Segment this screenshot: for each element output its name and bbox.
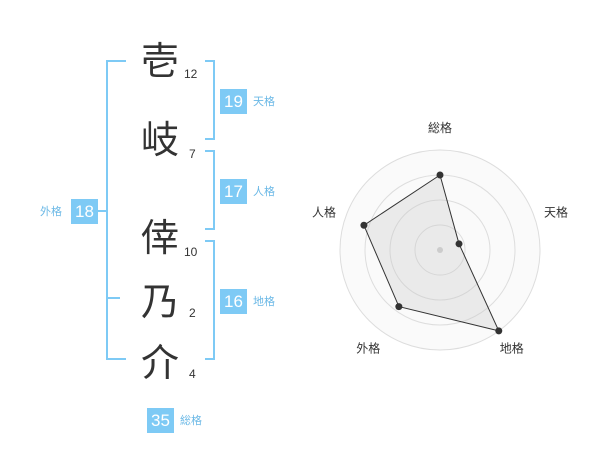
name-char-4: 乃: [141, 280, 180, 324]
radar-axis-label: 総格: [428, 120, 452, 135]
name-char-5: 介: [141, 341, 180, 385]
radar-ring-1: [414, 224, 466, 276]
soukaku-value: 35: [147, 408, 174, 433]
tenkaku-bracket: [205, 60, 215, 140]
name-char-3: 倖: [141, 216, 180, 260]
radar-axis-label: 人格: [312, 204, 336, 219]
radar-area: [363, 174, 500, 332]
chikaku-bracket: [205, 240, 215, 360]
radar-point: [395, 303, 403, 311]
outer-bracket-divider: [106, 297, 120, 299]
radar-point: [436, 171, 444, 179]
tenkaku-label: 天格: [253, 95, 275, 108]
radar-axis-label: 地格: [500, 341, 524, 356]
stroke-count-2: 7: [189, 147, 196, 161]
radar-center: [437, 247, 443, 253]
jinkaku-bracket: [205, 150, 215, 230]
soukaku-label: 総格: [180, 414, 202, 427]
stroke-count-1: 12: [184, 67, 198, 81]
jinkaku-value: 17: [220, 179, 247, 204]
radar-point: [455, 240, 463, 248]
chikaku-label: 地格: [253, 295, 275, 308]
stroke-count-5: 4: [189, 367, 196, 381]
gaikaku-value: 18: [71, 199, 98, 224]
outer-bracket-connector: [96, 210, 108, 212]
jinkaku-label: 人格: [253, 185, 275, 198]
radar-ring-2: [389, 199, 491, 301]
gaikaku-label: 外格: [40, 205, 62, 218]
stroke-count-3: 10: [184, 245, 198, 259]
radar-axis-label: 天格: [544, 204, 568, 219]
tenkaku-value: 19: [220, 89, 247, 114]
radar-point: [360, 221, 368, 229]
radar-axis-label: 外格: [356, 341, 380, 356]
outer-bracket: [106, 60, 126, 360]
name-char-1: 壱: [141, 39, 180, 83]
name-char-2: 岐: [141, 118, 180, 162]
stroke-count-4: 2: [189, 306, 196, 320]
chikaku-value: 16: [220, 289, 247, 314]
radar-point: [495, 327, 503, 335]
